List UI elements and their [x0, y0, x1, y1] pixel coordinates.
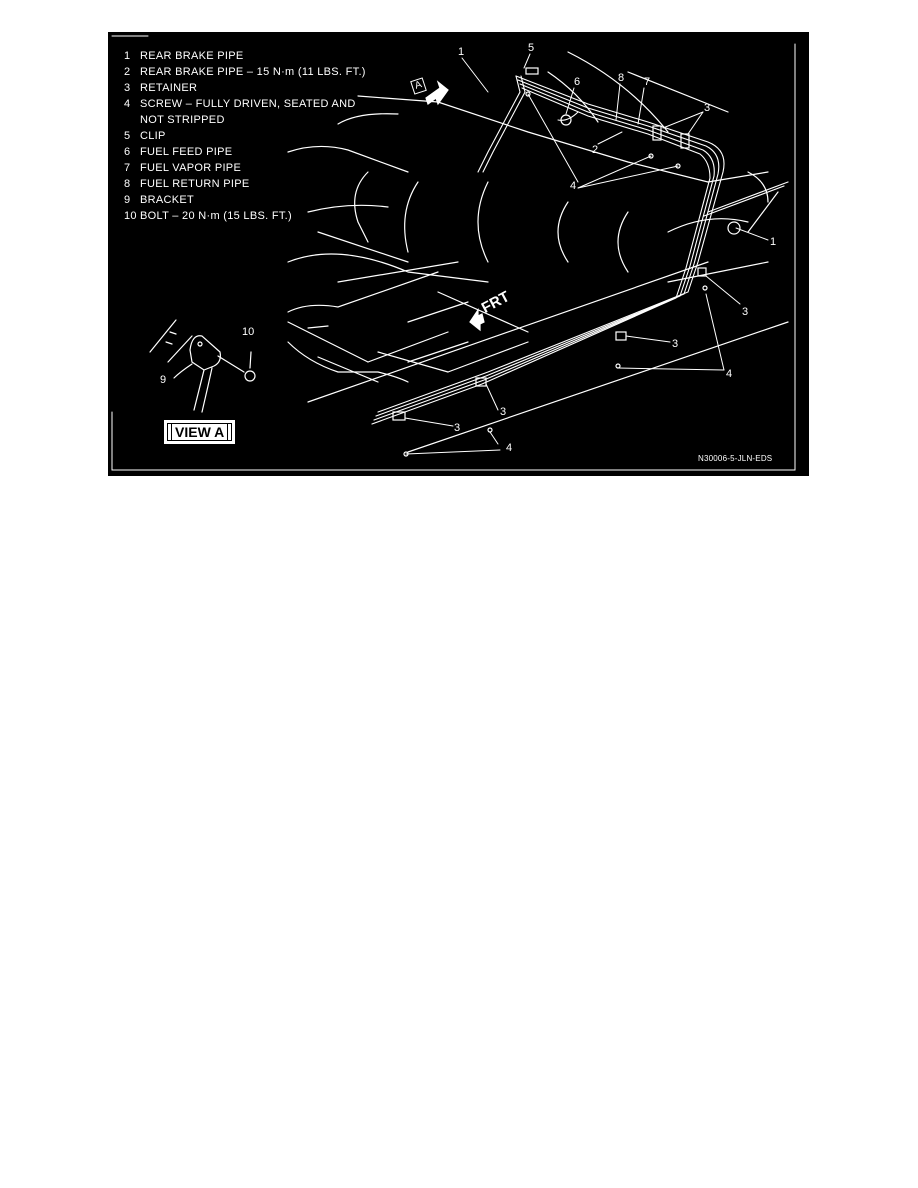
callout-8: 8: [618, 72, 625, 84]
callout-2: 2: [592, 144, 599, 156]
callout-4-mid: 4: [726, 368, 733, 380]
callout-6: 6: [574, 76, 581, 88]
callout-4-top: 4: [570, 180, 577, 192]
figure-code: N30006-5-JLN-EDS: [698, 454, 773, 463]
callout-3-top: 3: [704, 102, 711, 114]
callout-3-bottom: 3: [454, 422, 461, 434]
callout-9: 9: [160, 374, 167, 386]
callout-7: 7: [644, 76, 651, 88]
callout-4-bottom: 4: [506, 442, 513, 454]
callout-5: 5: [528, 42, 535, 54]
line-drawing: [111, 35, 796, 471]
callout-1-right: 1: [770, 236, 777, 248]
callout-3-right: 3: [742, 306, 749, 318]
legend-item-continuation: NOT STRIPPED: [140, 114, 225, 126]
callout-3-mid: 3: [672, 338, 679, 350]
view-a-label: VIEW A: [164, 420, 236, 444]
callout-10: 10: [242, 326, 255, 338]
callout-1-top: 1: [458, 46, 465, 58]
callout-3-low: 3: [500, 406, 507, 418]
